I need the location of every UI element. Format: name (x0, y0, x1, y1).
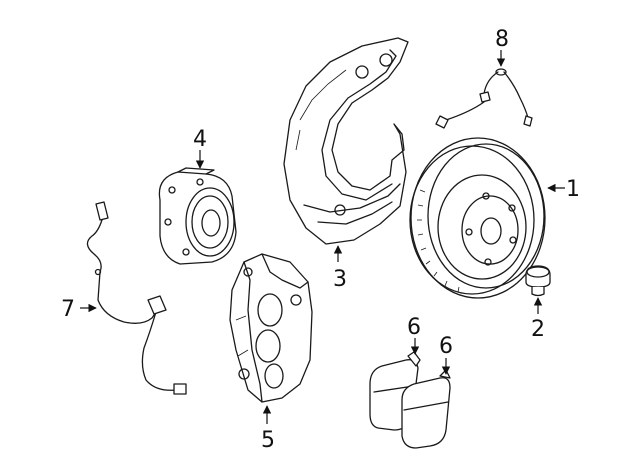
callout-4: 4 (193, 127, 207, 152)
callout-6b: 6 (439, 334, 453, 359)
leader-lines (80, 50, 565, 424)
callout-1: 1 (566, 177, 580, 202)
dust-shield (283, 37, 409, 245)
brake-caliper (229, 253, 313, 403)
callout-5: 5 (261, 428, 275, 453)
callout-2: 2 (531, 317, 545, 342)
wheel-hub (158, 167, 237, 265)
wear-sensor (86, 201, 187, 395)
callout-labels: 1 2 3 4 5 6 6 7 8 (61, 27, 580, 453)
callout-6a: 6 (407, 315, 421, 340)
callout-8: 8 (495, 27, 509, 52)
brake-disc (409, 137, 546, 299)
callout-7: 7 (61, 297, 75, 322)
callout-3: 3 (333, 267, 347, 292)
wheel-bolt (525, 265, 551, 297)
speed-sensor (435, 68, 533, 129)
